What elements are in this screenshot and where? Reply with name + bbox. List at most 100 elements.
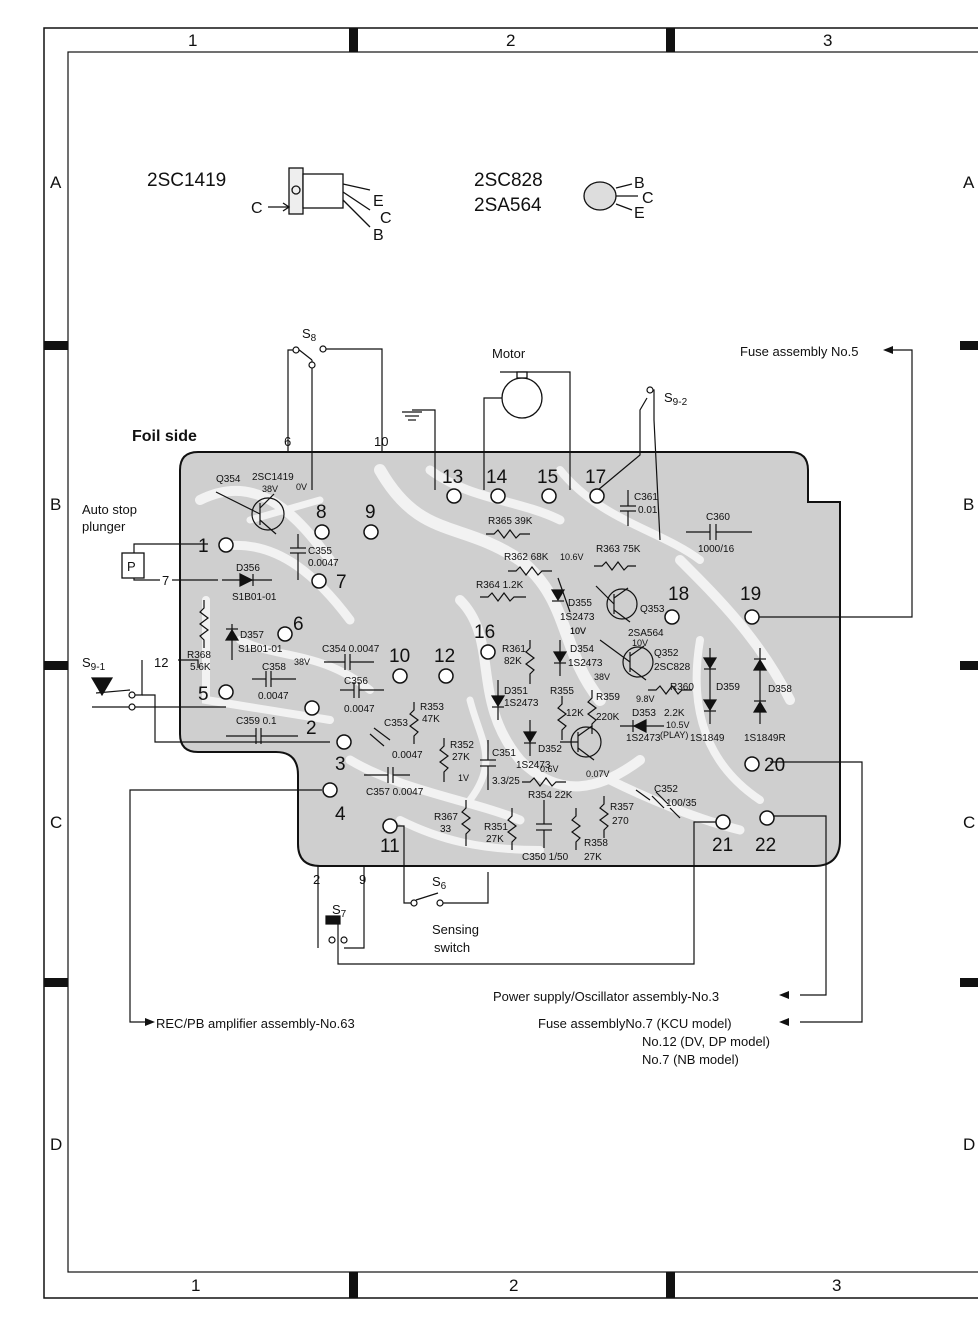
col-label-3-top: 3	[823, 31, 832, 50]
terminal-18-label: 18	[668, 584, 689, 605]
c353-label: C353	[384, 718, 408, 729]
r360-label: R360	[670, 682, 694, 693]
small-pin-b: B	[634, 175, 645, 192]
terminal-3-label: 3	[335, 754, 346, 775]
d353-label: D353	[632, 708, 656, 719]
c360-label: C360	[706, 512, 730, 523]
q354-label: Q354	[216, 474, 241, 485]
r354-label: R354 22K	[528, 790, 573, 801]
col-label-2-top: 2	[506, 31, 515, 50]
c358-value: 0.0047	[258, 691, 289, 702]
small-pin-e: E	[634, 205, 645, 222]
terminal-4-label: 4	[335, 804, 346, 825]
d357-label: D357	[240, 630, 264, 641]
sensing-switch-label-1: Sensing	[432, 922, 479, 937]
c352-label: C352	[654, 784, 678, 795]
d355-label: D355	[568, 598, 592, 609]
power-pin-c-tab: C	[251, 200, 263, 217]
c351-label: C351	[492, 748, 516, 759]
terminal-15-label: 15	[537, 467, 558, 488]
small-transistor-part-2: 2SA564	[474, 195, 542, 216]
r352-label: R352	[450, 740, 474, 751]
switch-s6-symbol	[410, 892, 444, 907]
power-supply-label: Power supply/Oscillator assembly-No.3	[493, 989, 719, 1004]
row-label-d-left: D	[50, 1135, 62, 1154]
terminal-11-pad	[382, 818, 398, 834]
r360-v98: 9.8V	[636, 694, 655, 704]
r365-label: R365 39K	[488, 516, 533, 527]
d355-type: 1S2473	[560, 612, 595, 623]
wire-9-label: 9	[359, 872, 366, 887]
switch-s92-symbol	[646, 386, 654, 394]
q354-v0: 0V	[296, 482, 307, 492]
r357-label: R357	[610, 802, 634, 813]
r367-value: 33	[440, 824, 452, 835]
d352-v06: 0.6V	[540, 764, 559, 774]
fuse-assembly-7-label: Fuse assemblyNo.7 (KCU model)	[538, 1016, 732, 1031]
switch-s7-symbol	[325, 915, 348, 944]
terminal-6-pad	[277, 626, 293, 642]
r355-value: 12K	[566, 708, 584, 719]
d354-type: 1S2473	[568, 658, 603, 669]
terminal-15-pad	[541, 488, 557, 504]
terminal-10-pad	[392, 668, 408, 684]
terminal-4-pad	[322, 782, 338, 798]
col-label-1-bottom: 1	[191, 1276, 200, 1295]
frame-dividers	[44, 28, 978, 1298]
col-label-3-bottom: 3	[832, 1276, 841, 1295]
terminal-21-pad	[715, 814, 731, 830]
r362-v106: 10.6V	[560, 552, 584, 562]
terminal-20-pad	[744, 756, 760, 772]
c353-value: 0.0047	[392, 750, 423, 761]
foil-side-title: Foil side	[132, 428, 197, 445]
d352-type: 1S2473	[516, 760, 551, 771]
row-label-b-right: B	[963, 495, 974, 514]
r364-label: R364 1.2K	[476, 580, 524, 591]
power-pin-e: E	[373, 193, 384, 210]
r351-value: 27K	[486, 834, 504, 845]
col-label-1-top: 1	[188, 31, 197, 50]
r353-label: R353	[420, 702, 444, 713]
d354-v10: 10V	[570, 626, 586, 636]
fuse-assembly-5-label: Fuse assembly No.5	[740, 344, 859, 359]
power-transistor-pinout: 2SC1419 C E C B	[147, 167, 392, 244]
switch-s8-symbol	[292, 345, 327, 369]
terminal-16-label: 16	[474, 622, 495, 643]
power-pin-c: C	[380, 210, 392, 227]
c358-v38: 38V	[294, 657, 310, 667]
r360-value: 2.2K	[664, 708, 685, 719]
c355-label: C355	[308, 546, 332, 557]
terminal-19-pad	[744, 609, 760, 625]
c359-label: C359 0.1	[236, 716, 277, 727]
terminal-7-label: 7	[336, 572, 347, 593]
d356-label: D356	[236, 563, 260, 574]
terminal-20-label: 20	[764, 755, 785, 776]
terminal-1-pad	[218, 537, 234, 553]
terminal-7-pad	[311, 573, 327, 589]
terminal-labels: 1 2 3 4 5 6 7 8 9 10 11 12 13 14 15 16 1…	[198, 467, 785, 857]
terminal-14-label: 14	[486, 467, 508, 488]
r361-value: 82K	[504, 656, 522, 667]
terminal-6-label: 6	[293, 614, 304, 635]
terminal-pads	[218, 488, 775, 834]
fuse-assembly-7nb-label: No.7 (NB model)	[642, 1052, 739, 1067]
col-label-2-bottom: 2	[509, 1276, 518, 1295]
row-label-a-left: A	[50, 173, 62, 192]
sensing-switch-label-2: switch	[434, 940, 470, 955]
d353-type: 1S2473	[626, 733, 661, 744]
d358-label: D358	[768, 684, 792, 695]
terminal-5-label: 5	[198, 684, 209, 705]
small-transistor-pinout: 2SC828 2SA564 B C E	[474, 170, 654, 222]
r368-label: R368	[187, 650, 211, 661]
terminal-18-pad	[664, 609, 680, 625]
c360-value: 1000/16	[698, 544, 735, 555]
c357-label: C357 0.0047	[366, 787, 424, 798]
terminal-1-label: 1	[198, 536, 209, 557]
terminal-19-label: 19	[740, 584, 761, 605]
c354-label: C354 0.0047	[322, 644, 380, 655]
power-pin-b: B	[373, 227, 384, 244]
wiring-arrows	[145, 346, 893, 1026]
q353-label: Q353	[640, 604, 665, 615]
terminal-3-pad	[336, 734, 352, 750]
